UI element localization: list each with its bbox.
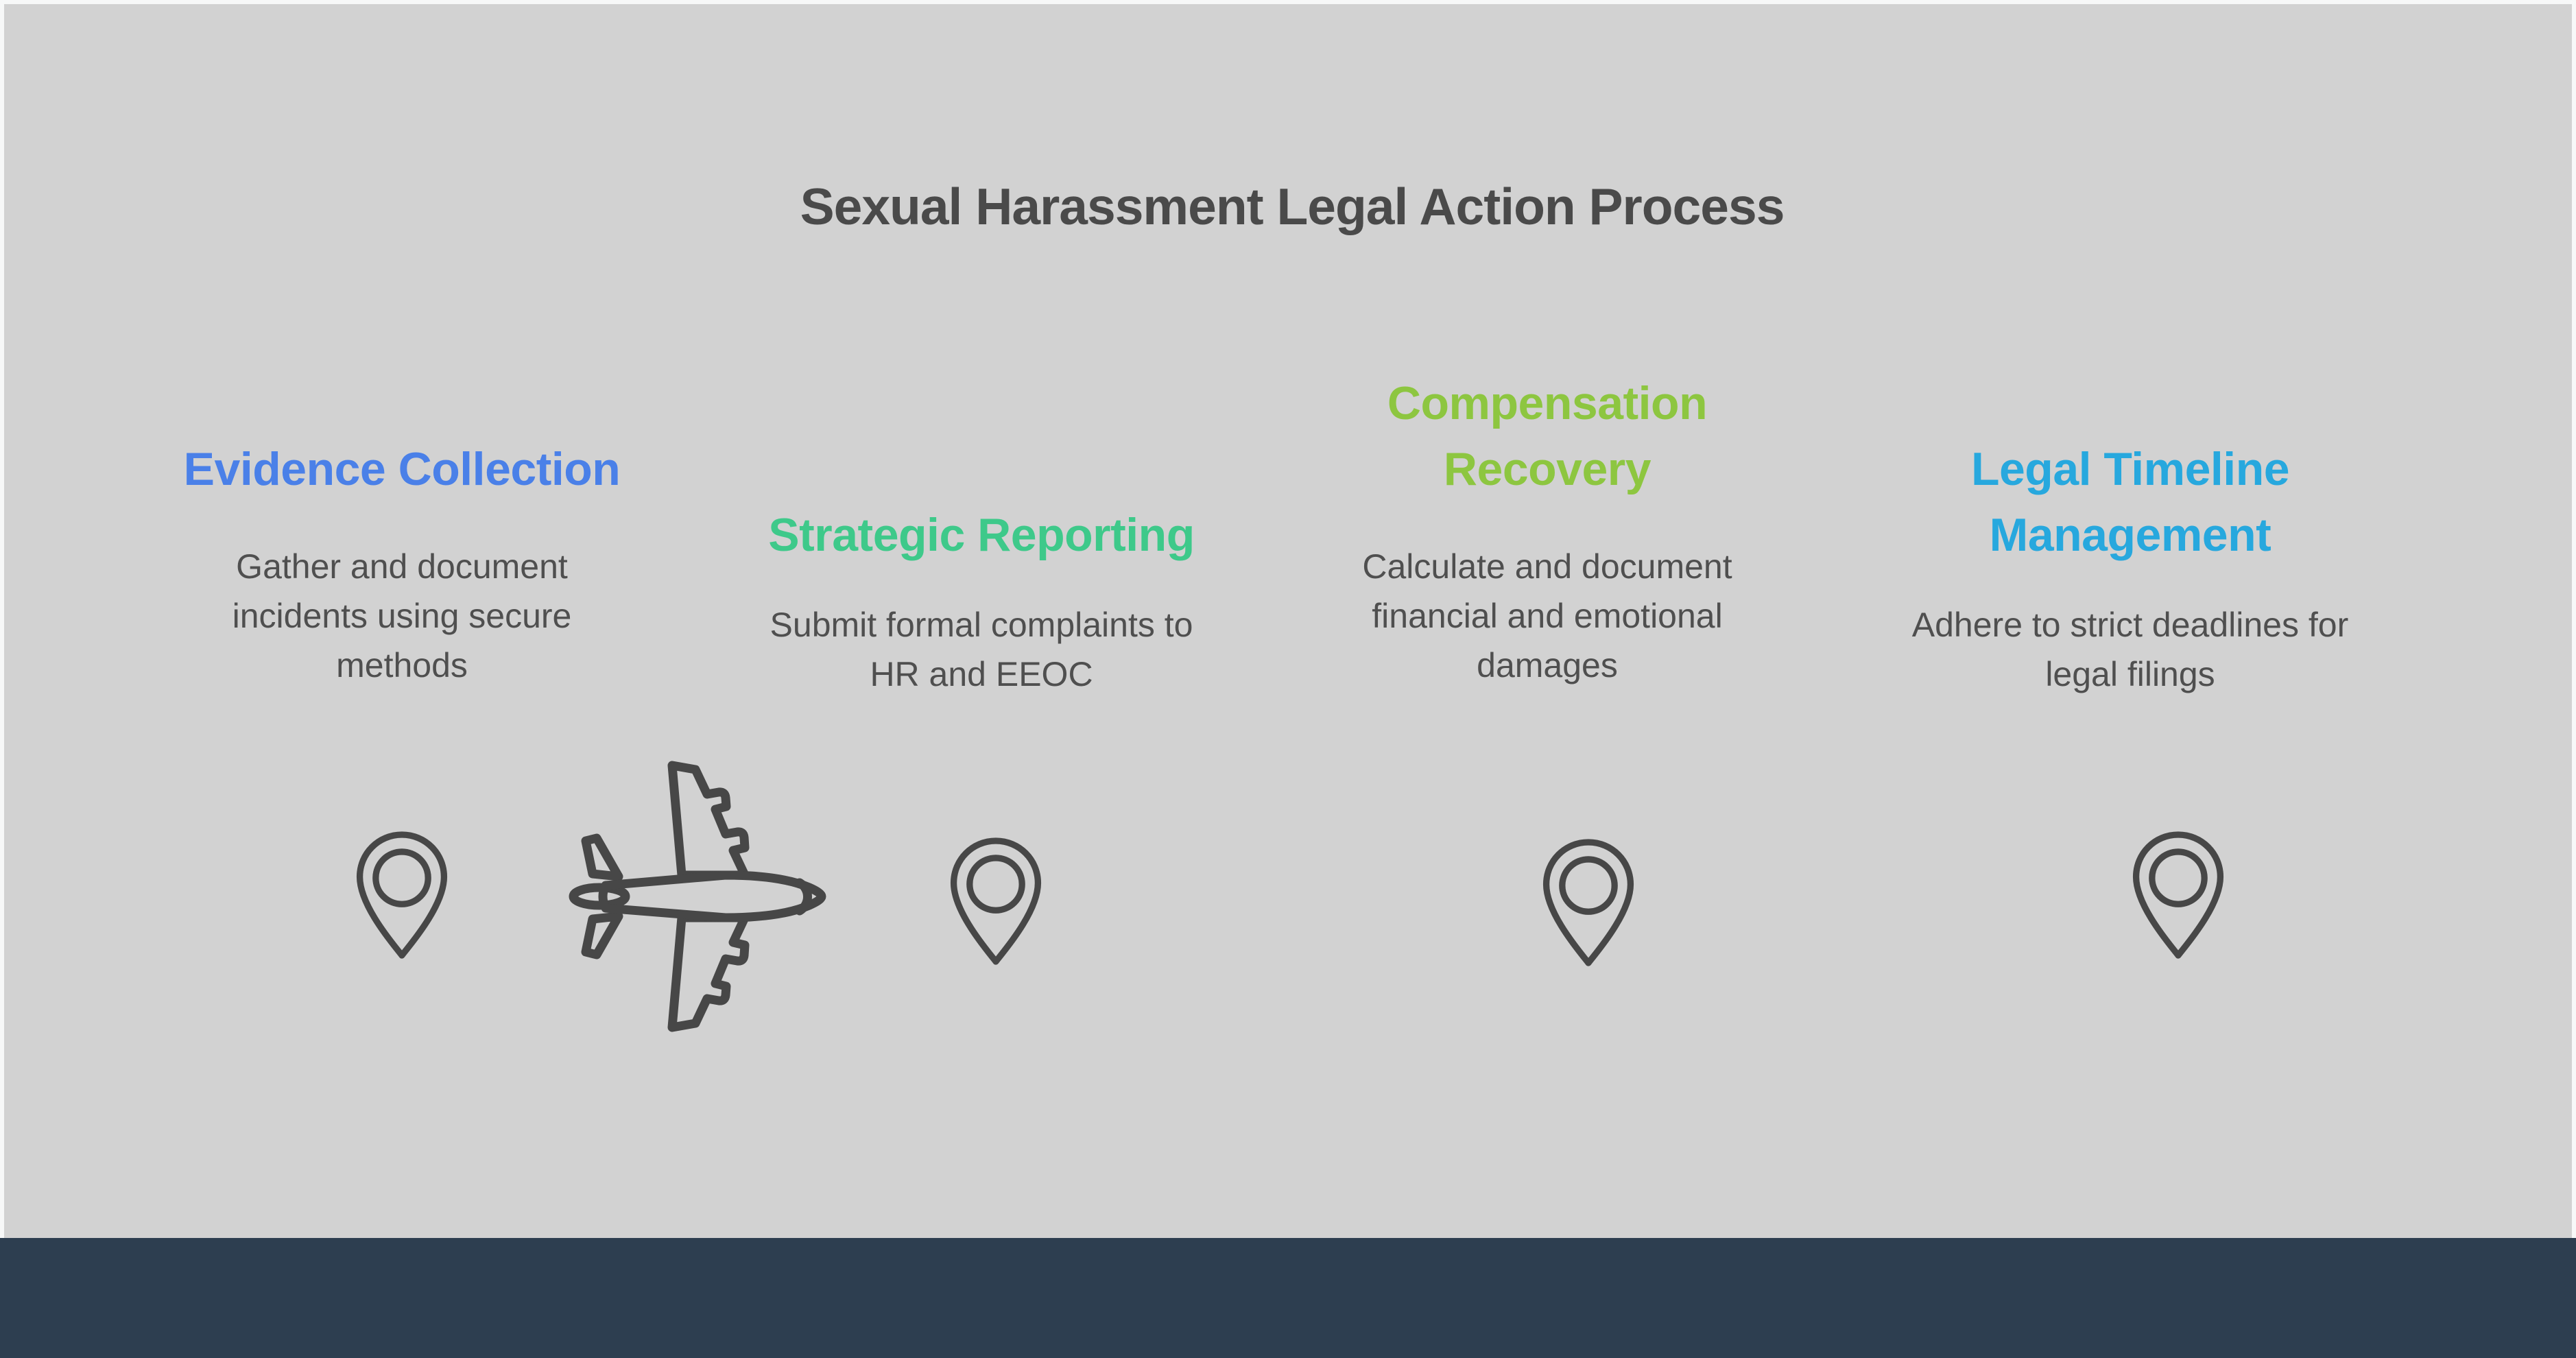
step-title: Strategic Reporting — [768, 509, 1195, 561]
step-title: Evidence Collection — [183, 443, 621, 495]
step-description: Submit formal complaints to HR and EEOC — [770, 606, 1193, 693]
step-title: Compensation Recovery — [1387, 377, 1708, 495]
step-description: Gather and document incidents using secu… — [232, 547, 572, 684]
location-pin-icon — [1542, 839, 1634, 966]
location-pin-icon — [356, 831, 448, 959]
step-title: Legal Timeline Management — [1970, 443, 2290, 561]
step-compensation-recovery: Compensation Recovery Calculate and docu… — [1273, 370, 1822, 690]
footer-bar — [0, 1238, 2576, 1358]
step-description: Adhere to strict deadlines for legal fil… — [1911, 606, 2349, 693]
page-title: Sexual Harassment Legal Action Process — [800, 178, 1785, 235]
infographic-panel: Sexual Harassment Legal Action Process E… — [4, 4, 2572, 1238]
location-pin-icon — [950, 837, 1042, 965]
airplane-icon — [569, 761, 826, 1032]
step-description: Calculate and document financial and emo… — [1362, 547, 1732, 684]
location-pin-icon — [2132, 831, 2224, 959]
step-strategic-reporting: Strategic Reporting Submit formal compla… — [741, 502, 1221, 699]
step-legal-timeline-management: Legal Timeline Management Adhere to stri… — [1870, 436, 2391, 699]
step-evidence-collection: Evidence Collection Gather and document … — [162, 436, 642, 690]
